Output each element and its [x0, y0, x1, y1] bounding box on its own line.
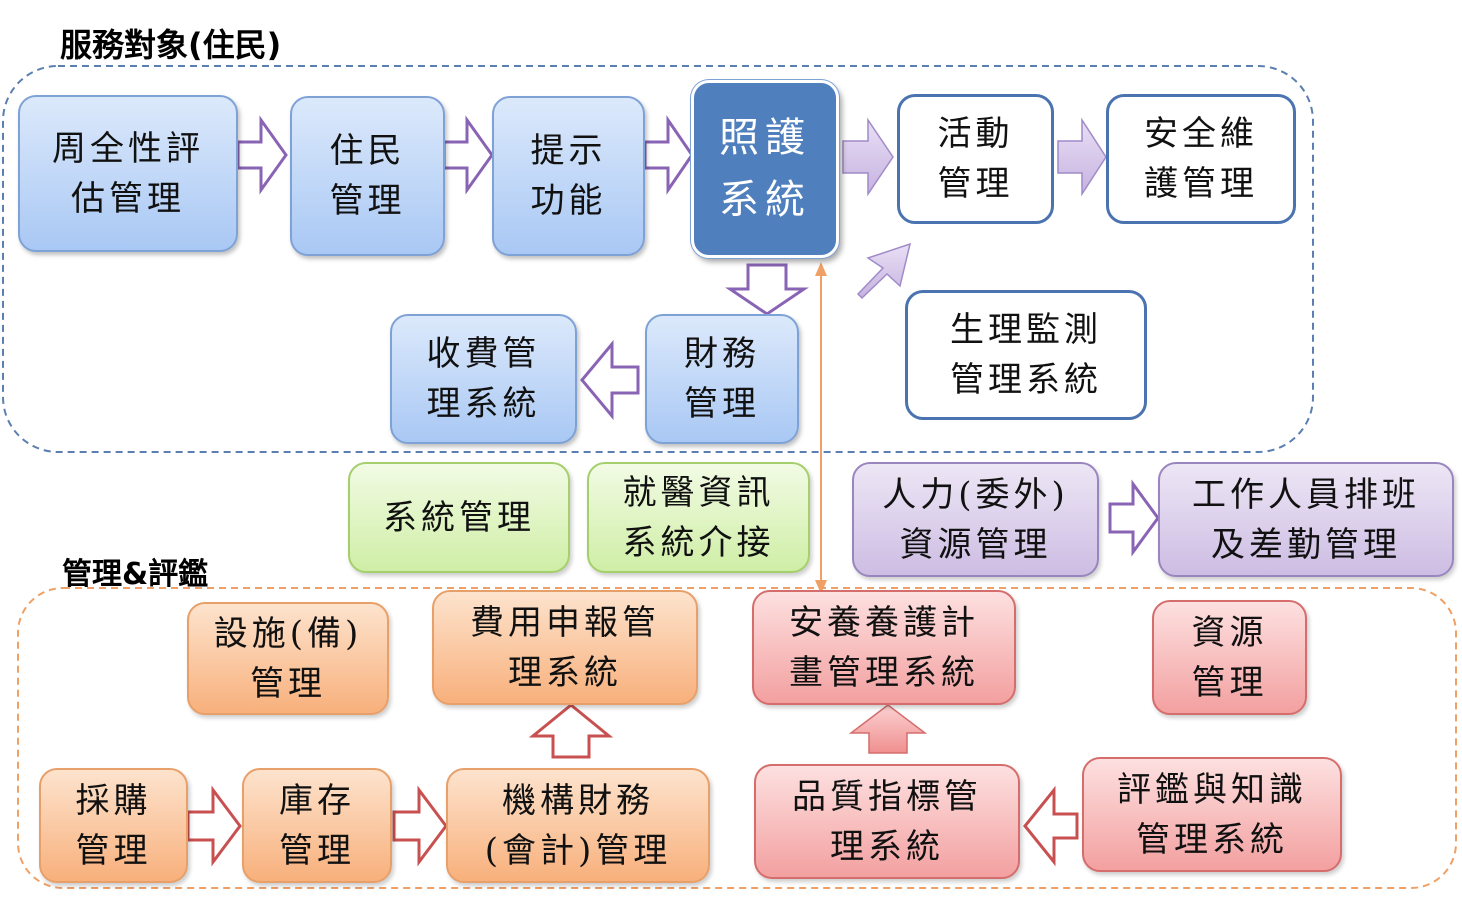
node-label: 安養養護計 畫管理系統 — [789, 602, 979, 693]
node-label: 活動 管理 — [937, 114, 1014, 204]
node-label: 機構財務 (會計)管理 — [484, 780, 672, 871]
node-label: 提示 功能 — [530, 131, 607, 221]
arrow-assessment-to-resident — [236, 115, 288, 195]
arrow-monitoring-to-care — [856, 242, 912, 300]
node-label: 設施(備) 管理 — [213, 613, 363, 704]
node-label: 人力(委外) 資源管理 — [882, 474, 1069, 565]
residents-section-frame — [2, 65, 1314, 453]
node-label: 照護 系統 — [719, 115, 811, 223]
node-expense-report[interactable]: 費用申報管 理系統 — [432, 590, 698, 705]
node-label: 系統管理 — [383, 497, 535, 538]
node-label: 安全維 護管理 — [1144, 114, 1258, 204]
node-label: 財務 管理 — [684, 334, 760, 424]
node-finance-mgmt[interactable]: 財務 管理 — [645, 314, 799, 444]
node-label: 品質指標管 理系統 — [792, 776, 982, 867]
node-label: 評鑑與知識 管理系統 — [1117, 769, 1307, 860]
node-label: 庫存 管理 — [279, 780, 355, 871]
node-procurement[interactable]: 採購 管理 — [39, 768, 188, 883]
node-care-system[interactable]: 照護 系統 — [691, 80, 839, 258]
node-label: 資源 管理 — [1191, 612, 1268, 703]
arrow-quality-to-careplan — [848, 704, 928, 754]
arrow-procurement-to-inventory — [186, 785, 242, 867]
node-label: 採購 管理 — [75, 780, 152, 871]
connector-head-down — [815, 580, 827, 594]
node-facility-mgmt[interactable]: 設施(備) 管理 — [187, 602, 389, 715]
node-medical-interface[interactable]: 就醫資訊 系統介接 — [587, 462, 810, 573]
node-care-plan[interactable]: 安養養護計 畫管理系統 — [752, 590, 1016, 705]
node-activity-mgmt[interactable]: 活動 管理 — [897, 94, 1054, 224]
arrow-reminder-to-care — [643, 115, 694, 195]
node-label: 收費管 理系統 — [426, 334, 541, 424]
node-resident-mgmt[interactable]: 住民 管理 — [290, 96, 445, 256]
node-physiological-monitoring[interactable]: 生理監測 管理系統 — [905, 290, 1147, 420]
node-hr-outsourced[interactable]: 人力(委外) 資源管理 — [852, 462, 1099, 577]
node-quality-indicator[interactable]: 品質指標管 理系統 — [754, 764, 1020, 879]
connector-head-up — [815, 262, 827, 276]
arrow-activity-to-safety — [1057, 117, 1107, 197]
node-resource-mgmt[interactable]: 資源 管理 — [1152, 600, 1307, 715]
arrow-inventory-to-accounting — [392, 785, 448, 867]
residents-section-title: 服務對象(住民) — [60, 26, 282, 64]
node-evaluation-knowledge[interactable]: 評鑑與知識 管理系統 — [1082, 757, 1342, 872]
arrow-finance-to-billing — [580, 339, 640, 421]
arrow-accounting-to-expense — [528, 703, 614, 759]
node-billing-system[interactable]: 收費管 理系統 — [390, 314, 577, 444]
node-label: 就醫資訊 系統介接 — [622, 472, 775, 563]
node-label: 費用申報管 理系統 — [470, 602, 660, 693]
node-inventory[interactable]: 庫存 管理 — [242, 768, 392, 883]
node-institution-accounting[interactable]: 機構財務 (會計)管理 — [446, 768, 710, 883]
node-comprehensive-assessment[interactable]: 周全性評 估管理 — [18, 95, 238, 252]
arrow-hr-to-scheduling — [1108, 479, 1160, 557]
node-reminder[interactable]: 提示 功能 — [492, 96, 645, 256]
node-safety-mgmt[interactable]: 安全維 護管理 — [1106, 94, 1296, 224]
node-system-admin[interactable]: 系統管理 — [348, 462, 570, 573]
arrow-resident-to-reminder — [442, 115, 494, 195]
node-staff-scheduling[interactable]: 工作人員排班 及差勤管理 — [1158, 462, 1454, 577]
arrow-care-to-activity — [842, 117, 894, 197]
management-section-title: 管理&評鑑 — [62, 557, 209, 592]
arrow-care-to-finance — [725, 263, 809, 316]
node-label: 工作人員排班 及差勤管理 — [1192, 474, 1420, 565]
management-section-frame — [17, 587, 1457, 889]
node-label: 周全性評 估管理 — [52, 128, 204, 219]
arrow-evaluation-to-quality — [1023, 785, 1079, 867]
node-label: 住民 管理 — [329, 131, 406, 221]
node-label: 生理監測 管理系統 — [950, 310, 1102, 400]
